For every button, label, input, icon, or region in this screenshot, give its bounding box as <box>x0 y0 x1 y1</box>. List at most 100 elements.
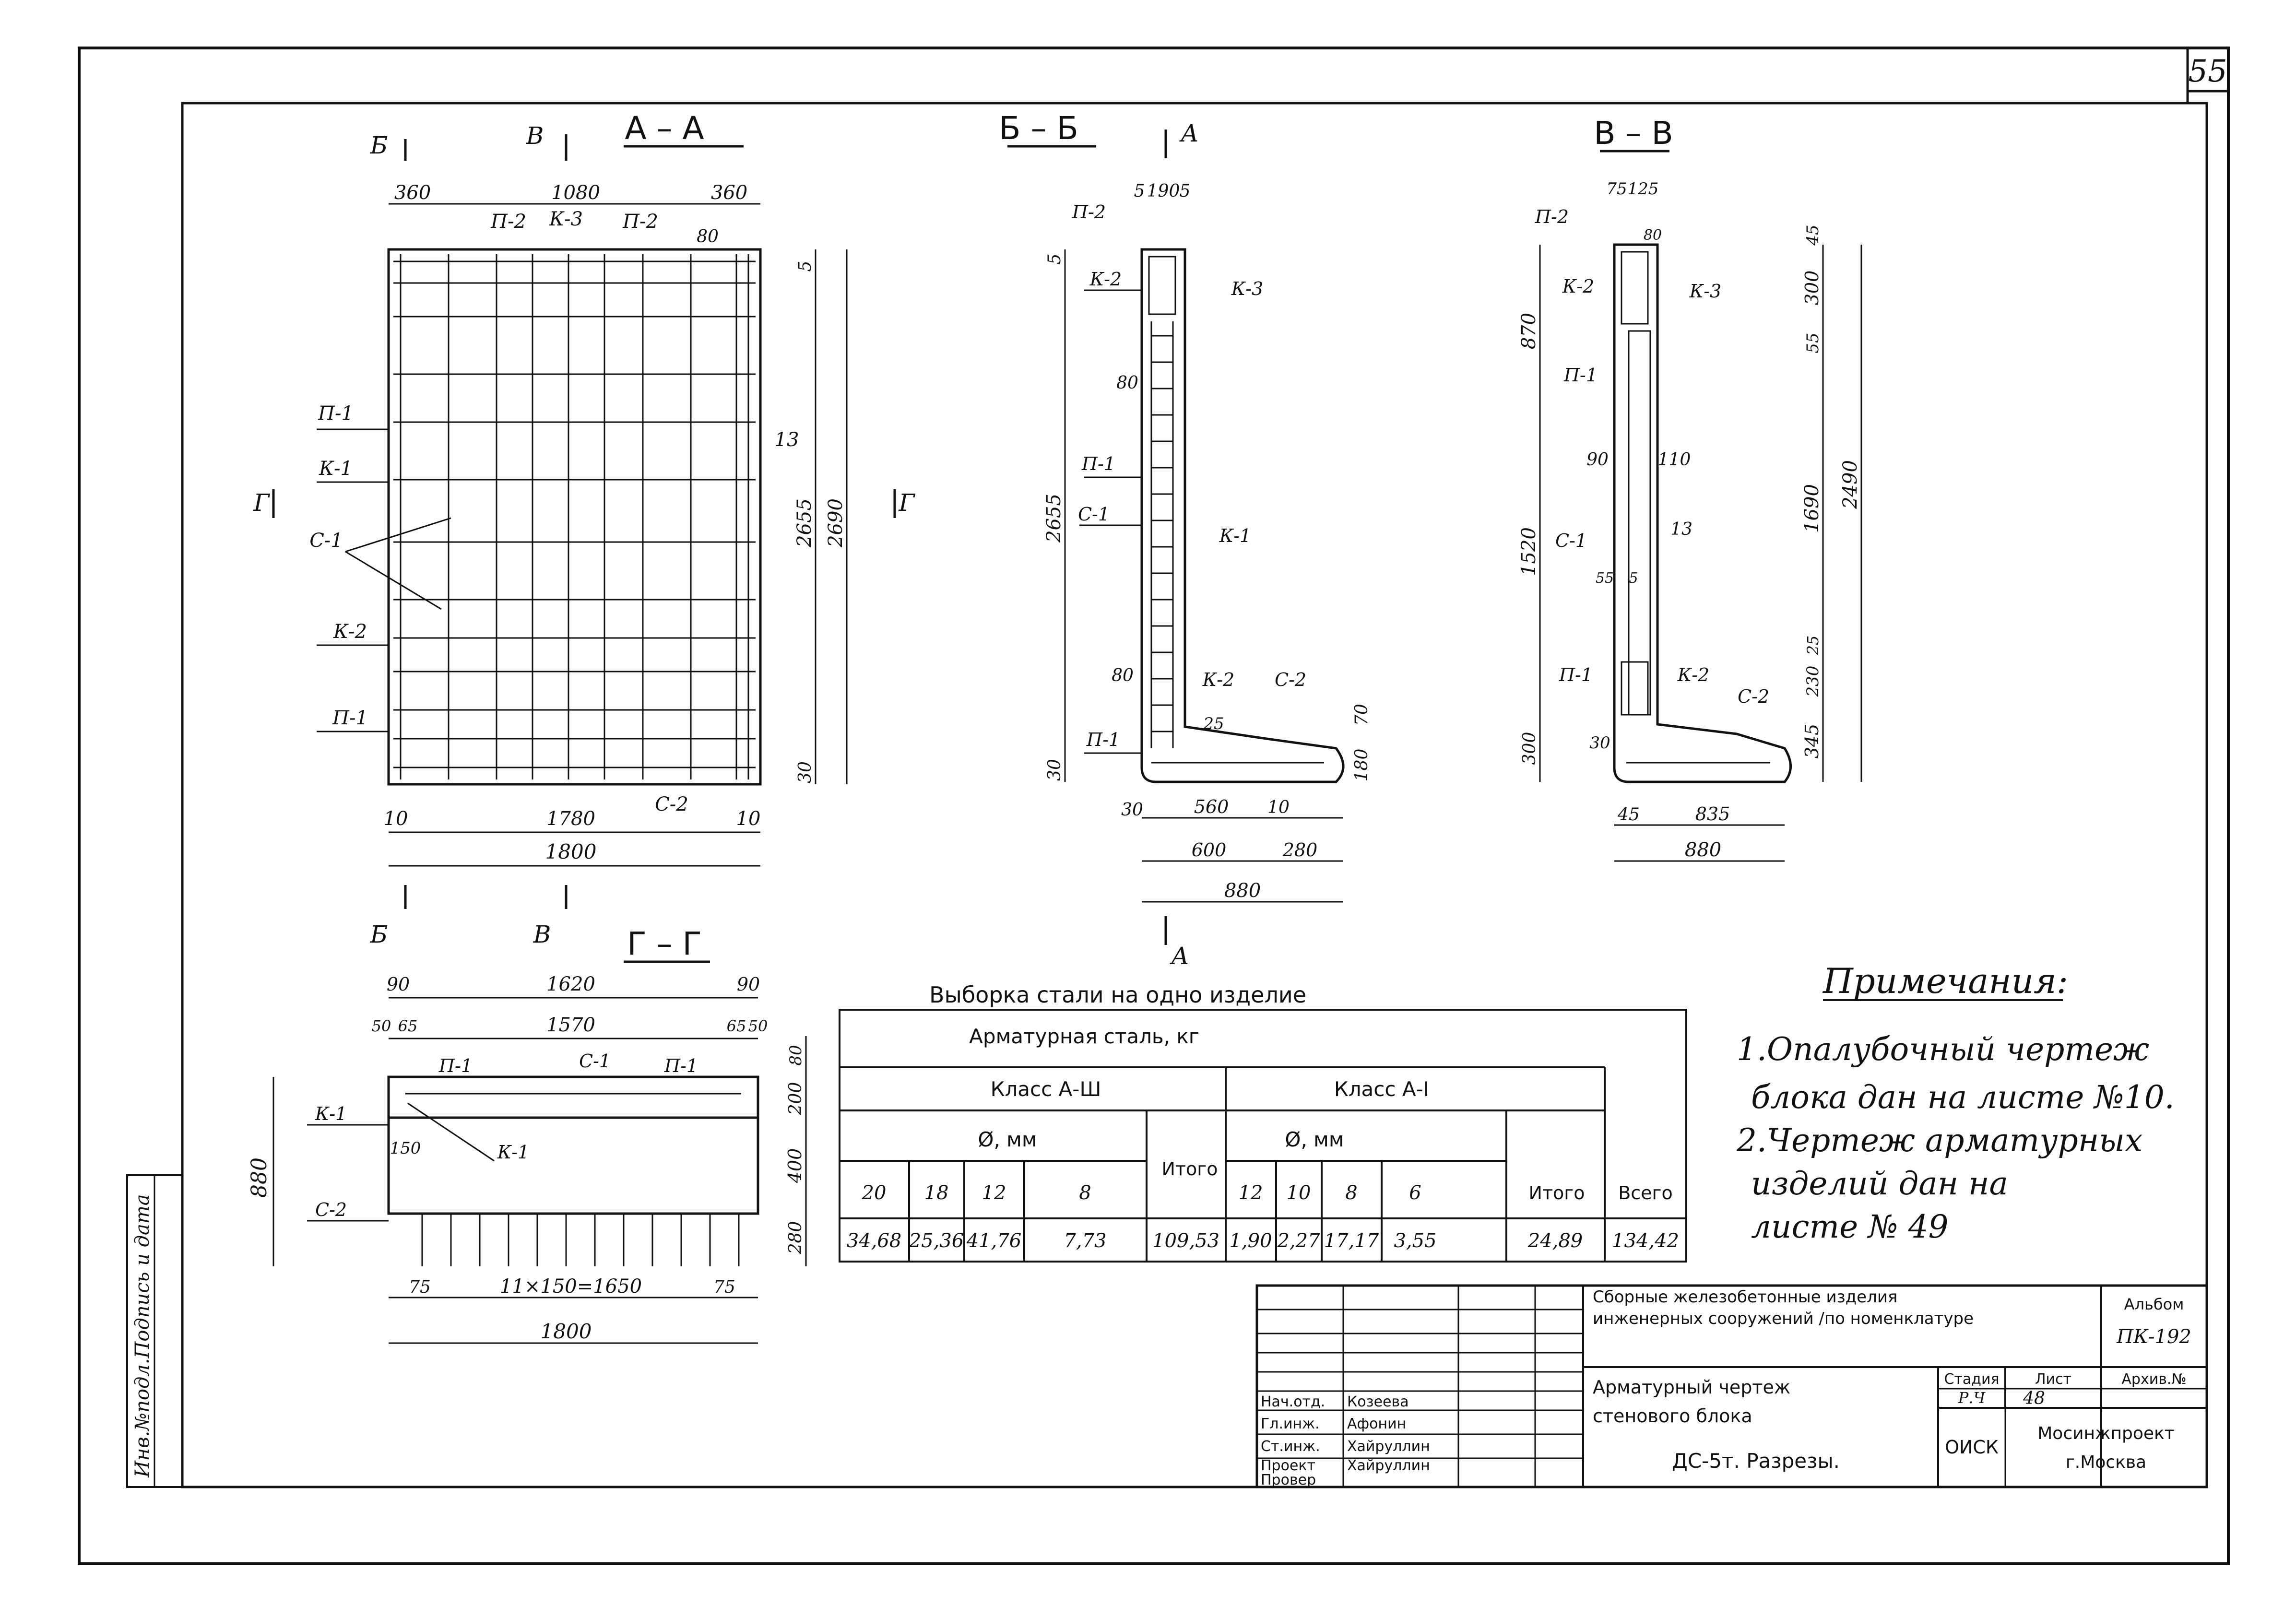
svg-text:75: 75 <box>713 1277 735 1297</box>
svg-text:360: 360 <box>711 182 747 204</box>
svg-text:30: 30 <box>795 761 815 783</box>
sheet-number: 55 <box>2188 54 2227 89</box>
svg-text:Итого: Итого <box>1528 1182 1585 1204</box>
section-vv: В – В 75 125 870 1520 300 45 300 55 1690… <box>1518 115 1862 862</box>
steel-value: 25,36 <box>909 1230 964 1252</box>
svg-text:75: 75 <box>409 1277 431 1297</box>
svg-text:80: 80 <box>786 1045 805 1065</box>
svg-text:50: 50 <box>748 1017 768 1035</box>
svg-text:835: 835 <box>1695 803 1730 825</box>
steel-value: 3,55 <box>1394 1230 1436 1252</box>
tb-name: Козеева <box>1347 1393 1409 1410</box>
svg-text:560: 560 <box>1194 796 1229 817</box>
svg-text:С-1: С-1 <box>1078 504 1110 525</box>
tb-role: Нач.отд. <box>1261 1393 1325 1410</box>
tb-role: Гл.инж. <box>1261 1416 1320 1432</box>
side-stamp: Инв.№подл.Подпись и дата <box>131 1194 154 1478</box>
svg-text:5: 5 <box>1180 181 1191 201</box>
svg-text:10: 10 <box>384 808 408 830</box>
section-vv-title: В – В <box>1594 115 1673 152</box>
section-aa: А – А Б В Б В Г Г 360 1080 360 10 1780 1… <box>253 110 915 948</box>
svg-text:45: 45 <box>1617 805 1640 825</box>
tb-name: Хайруллин <box>1347 1457 1430 1474</box>
svg-text:90: 90 <box>737 974 760 995</box>
diameter-header: 20 <box>862 1182 887 1204</box>
svg-text:55: 55 <box>1596 570 1614 587</box>
title-block: Сборные железобетонные изделия инженерны… <box>1255 1284 2208 1488</box>
svg-text:25: 25 <box>1804 636 1822 656</box>
svg-text:110: 110 <box>1658 450 1691 470</box>
svg-text:30: 30 <box>1589 733 1610 753</box>
svg-text:50: 50 <box>372 1017 391 1035</box>
svg-text:блока дан на листе №10.: блока дан на листе №10. <box>1751 1079 2175 1116</box>
svg-text:150: 150 <box>390 1139 421 1158</box>
svg-text:75: 75 <box>1606 179 1627 199</box>
diameter-header: 18 <box>924 1182 949 1204</box>
steel-table: Выборка стали на одно изделие Арматурная… <box>839 982 1687 1263</box>
svg-text:Ø, мм: Ø, мм <box>1285 1128 1344 1151</box>
steel-table-title: Выборка стали на одно изделие <box>929 982 1306 1008</box>
svg-text:Класс А-Ш: Класс А-Ш <box>991 1077 1101 1101</box>
svg-text:5: 5 <box>1045 254 1065 265</box>
steel-value: 2,27 <box>1277 1230 1320 1252</box>
svg-text:125: 125 <box>1628 179 1659 199</box>
svg-text:П-1: П-1 <box>318 402 354 425</box>
section-bb: Б – Б А А 5 190 5 5 2655 30 30 560 10 60… <box>999 110 1372 970</box>
svg-text:Ø, мм: Ø, мм <box>978 1128 1037 1151</box>
svg-text:Лист: Лист <box>2035 1371 2071 1388</box>
svg-text:К-2: К-2 <box>1202 669 1234 690</box>
svg-text:П-1: П-1 <box>1559 664 1593 685</box>
diameter-header: 8 <box>1079 1182 1091 1204</box>
svg-text:ДС-5т. Разрезы.: ДС-5т. Разрезы. <box>1672 1449 1840 1473</box>
svg-text:ПК-192: ПК-192 <box>2116 1326 2191 1348</box>
svg-text:Мосинжпроект: Мосинжпроект <box>2037 1424 2175 1443</box>
svg-text:К-1: К-1 <box>315 1103 347 1124</box>
svg-text:1620: 1620 <box>546 973 595 995</box>
svg-text:П-2: П-2 <box>490 211 526 233</box>
diameter-header: 10 <box>1287 1182 1311 1204</box>
tb-role: Ст.инж. <box>1261 1438 1320 1455</box>
svg-text:К-3: К-3 <box>549 208 583 230</box>
svg-text:К-2: К-2 <box>1562 276 1594 297</box>
cut-g-right: Г <box>898 489 915 517</box>
svg-text:П-1: П-1 <box>664 1055 698 1076</box>
svg-text:Класс А-I: Класс А-I <box>1334 1077 1429 1101</box>
svg-text:К-2: К-2 <box>1677 664 1709 685</box>
svg-text:К-1: К-1 <box>1219 525 1251 546</box>
svg-text:400: 400 <box>784 1148 805 1184</box>
svg-text:25: 25 <box>1203 714 1224 733</box>
notes: Примечания: 1.Опалубочный чертеж блока д… <box>1736 961 2175 1245</box>
svg-text:5: 5 <box>1629 570 1638 587</box>
svg-text:Итого: Итого <box>1161 1158 1218 1180</box>
svg-text:80: 80 <box>1116 373 1138 393</box>
svg-text:Стадия: Стадия <box>1944 1371 1999 1388</box>
svg-text:870: 870 <box>1518 313 1540 349</box>
svg-text:С-1: С-1 <box>579 1050 611 1072</box>
svg-text:г.Москва: г.Москва <box>2066 1452 2146 1472</box>
svg-text:345: 345 <box>1801 724 1823 759</box>
svg-text:Архив.№: Архив.№ <box>2121 1371 2186 1388</box>
svg-text:С-2: С-2 <box>1275 669 1306 690</box>
svg-text:А: А <box>1179 119 1199 147</box>
svg-text:180: 180 <box>1352 749 1372 782</box>
svg-text:П-1: П-1 <box>1081 453 1115 474</box>
svg-text:1800: 1800 <box>541 1320 592 1343</box>
svg-text:ОИСК: ОИСК <box>1945 1437 1999 1458</box>
svg-text:С-2: С-2 <box>315 1199 347 1220</box>
svg-text:А: А <box>1170 942 1189 970</box>
cut-b-top: Б <box>370 131 388 159</box>
tb-role: Проект <box>1261 1457 1315 1474</box>
svg-text:13: 13 <box>1670 519 1692 539</box>
svg-text:5: 5 <box>795 261 815 272</box>
svg-text:48: 48 <box>2023 1389 2045 1408</box>
svg-text:стенового блока: стенового блока <box>1593 1405 1752 1427</box>
svg-text:Всего: Всего <box>1618 1182 1673 1204</box>
svg-text:2.Чертеж арматурных: 2.Чертеж арматурных <box>1736 1122 2142 1159</box>
svg-text:П-2: П-2 <box>1072 201 1106 223</box>
tb-name: Афонин <box>1347 1416 1406 1432</box>
tb-name: Хайруллин <box>1347 1438 1430 1455</box>
steel-value: 7,73 <box>1064 1230 1106 1252</box>
steel-value: 41,76 <box>966 1230 1022 1252</box>
svg-text:10: 10 <box>1267 798 1290 817</box>
